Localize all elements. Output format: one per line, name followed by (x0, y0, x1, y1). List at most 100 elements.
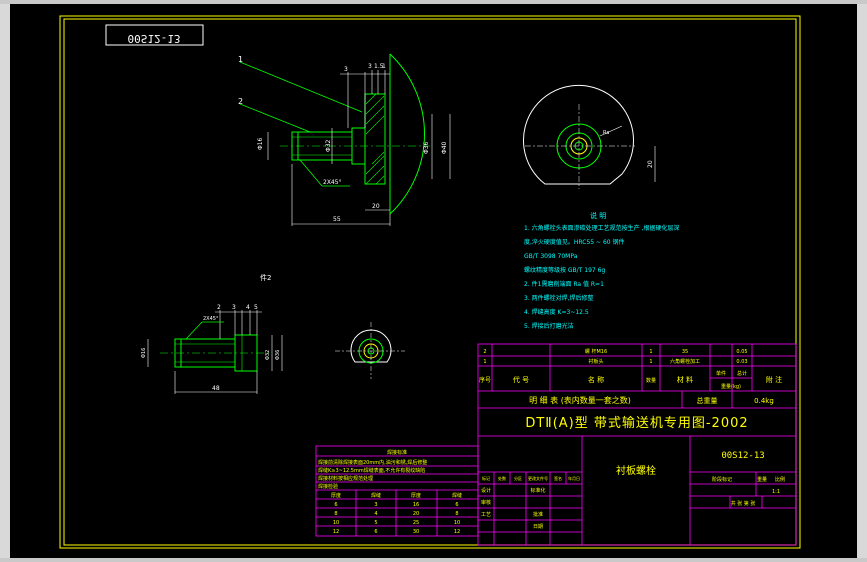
note-line-1: 1. 六角螺栓头表面渗碳处理工艺规范按生产 ,根据硬化层深 (524, 224, 679, 232)
tech-line-2: 焊缝K≥3~12.5mm焊缝表面,不允许有裂纹缺陷 (318, 467, 425, 474)
tech-line-1: 焊接前清除焊接表面20mm内,油污和锈,焊后修整 (318, 459, 427, 466)
piece2-end-view (335, 322, 405, 379)
tb-label-scale: 比例 (775, 476, 785, 483)
tb-label-weight: 重量 (757, 476, 767, 483)
drawing-frame-inner (63, 18, 797, 546)
end-view-outline (522, 84, 634, 185)
piece2-dim-d: 5 (254, 304, 258, 311)
tech-cell: 30 (413, 529, 419, 535)
parts-header-total: 总计 (737, 370, 747, 377)
tech-header-4: 焊缝 (452, 492, 462, 499)
end-view: Ra 20 (522, 84, 656, 189)
tb-scale-value: 1:1 (772, 489, 780, 495)
tech-cell: 16 (413, 502, 419, 508)
piece2-label: 件2 (260, 273, 271, 282)
tb-label-sign: 签名 (554, 475, 562, 481)
parts-header-unit: 单件 (716, 370, 726, 377)
dim-shank-dia: Φ32 (325, 139, 332, 152)
piece2-chamfer: 2X45° (203, 316, 219, 322)
parts-summary-label: 明 细 表 (表内数量一套之数) (529, 395, 631, 405)
callout-1-leader (239, 61, 363, 113)
corner-code-box (105, 24, 204, 46)
dim-arc-dia: Φ40 (441, 141, 448, 154)
end-view-dim: 20 (647, 160, 654, 168)
piece2-dia1: Φ16 (141, 348, 147, 358)
note-line-5: 2. 件1需磨削端面 Ra 值 R=1 (524, 280, 604, 288)
end-view-mark: Ra (603, 130, 609, 136)
tech-cell: 8 (334, 511, 337, 517)
total-weight-label: 总重量 (697, 396, 718, 405)
parts-row2-material: 35 (682, 349, 688, 355)
main-view: 1 2 3 3 1.5 1 Φ16 Φ32 Φ36 Φ40 (238, 53, 451, 226)
liner-block (364, 93, 386, 185)
tech-cell: 6 (374, 529, 377, 535)
notes: 说 明 1. 六角螺栓头表面渗碳处理工艺规范按生产 ,根据硬化层深 度,淬火硬度… (524, 211, 679, 330)
tech-cell: 12 (454, 529, 460, 535)
part-name: 衬板螺栓 (616, 464, 656, 477)
tb-label-design: 设计 (481, 487, 491, 494)
dim-outer-dia: Φ36 (423, 141, 430, 154)
tb-label-approve: 批准 (533, 511, 543, 518)
tech-header-3: 厚度 (411, 492, 421, 499)
drawing-canvas[interactable]: 00S12-13 (10, 4, 857, 560)
dim-length2: 20 (372, 203, 380, 210)
tech-line-3: 焊接材料按相应规范处理 (318, 475, 373, 482)
tb-label-change: 更改文件号 (528, 475, 548, 481)
tech-cell: 8 (455, 511, 458, 517)
piece2-length: 48 (212, 385, 220, 392)
tb-label-mark: 标记 (482, 475, 490, 481)
bottom-edge (0, 558, 867, 562)
note-line-3: GB/T 3098 70MPa (524, 253, 578, 260)
dim-chamfer: 2X45° (323, 179, 342, 186)
tb-label-review: 审核 (481, 499, 491, 506)
tb-label-stage: 阶段标记 (712, 476, 732, 483)
dim-top-a: 3 (344, 66, 348, 73)
parts-header-no: 序号 (479, 376, 491, 384)
tech-header-1: 厚度 (331, 492, 341, 499)
piece2-dia3: Φ36 (275, 350, 281, 360)
drawing-frame-outer (59, 15, 801, 549)
piece2-dim-a: 2 (217, 304, 221, 311)
dim-top-c: 1.5 (374, 63, 384, 70)
dim-length: 55 (333, 216, 341, 223)
tech-cell: 4 (374, 511, 377, 517)
total-weight: 0.4kg (754, 397, 774, 405)
dim-head-dia: Φ16 (257, 137, 264, 150)
piece2-view: 件2 2 3 (141, 273, 283, 394)
tb-label-process: 工艺 (481, 512, 491, 518)
tech-cell: 6 (455, 502, 458, 508)
tech-table-title: 焊接标准 (387, 449, 407, 456)
tb-sheets: 共 张 第 张 (731, 500, 756, 507)
tech-cell: 10 (333, 520, 339, 526)
notes-title: 说 明 (590, 211, 606, 220)
parts-row1-no: 1 (483, 359, 486, 365)
tech-cell: 25 (413, 520, 419, 526)
callout-2: 2 (238, 97, 243, 106)
tech-header-2: 焊缝 (371, 492, 381, 499)
parts-row1-qty: 1 (649, 359, 652, 365)
parts-row1-material: 六角螺栓加工 (670, 358, 700, 365)
parts-header-name: 名 称 (588, 375, 604, 384)
parts-row2-name: 螺 杆M16 (585, 348, 607, 355)
piece2-dim-b: 3 (232, 304, 236, 311)
callout-2-leader (239, 103, 311, 133)
tech-cell: 12 (333, 529, 339, 535)
note-line-4: 螺纹精度等级按 GB/T 197 6g (524, 266, 605, 274)
tech-line-4: 焊接检验 (318, 483, 338, 490)
tech-cell: 3 (374, 502, 377, 508)
parts-header-qty: 数量 (646, 377, 656, 384)
note-line-2: 度,淬火硬度值见。HRC55 ~ 60 钢件 (524, 238, 625, 246)
note-line-6: 3. 两件螺栓对焊,焊后修整 (524, 294, 594, 302)
note-line-7: 4. 焊缝高度 K=3~12.5 (524, 308, 589, 316)
parts-row2-weight: 0.05 (736, 349, 747, 355)
parts-header-weight: 重量(kg) (721, 383, 741, 390)
parts-row2-no: 2 (483, 349, 486, 355)
parts-header-code: 代 号 (513, 375, 529, 384)
tech-cell: 6 (334, 502, 337, 508)
callout-1: 1 (238, 55, 243, 64)
note-line-8: 5. 焊接后打磨光洁 (524, 322, 574, 330)
liner-arc (389, 53, 425, 215)
top-edge (0, 0, 867, 4)
tech-cell: 20 (413, 511, 419, 517)
